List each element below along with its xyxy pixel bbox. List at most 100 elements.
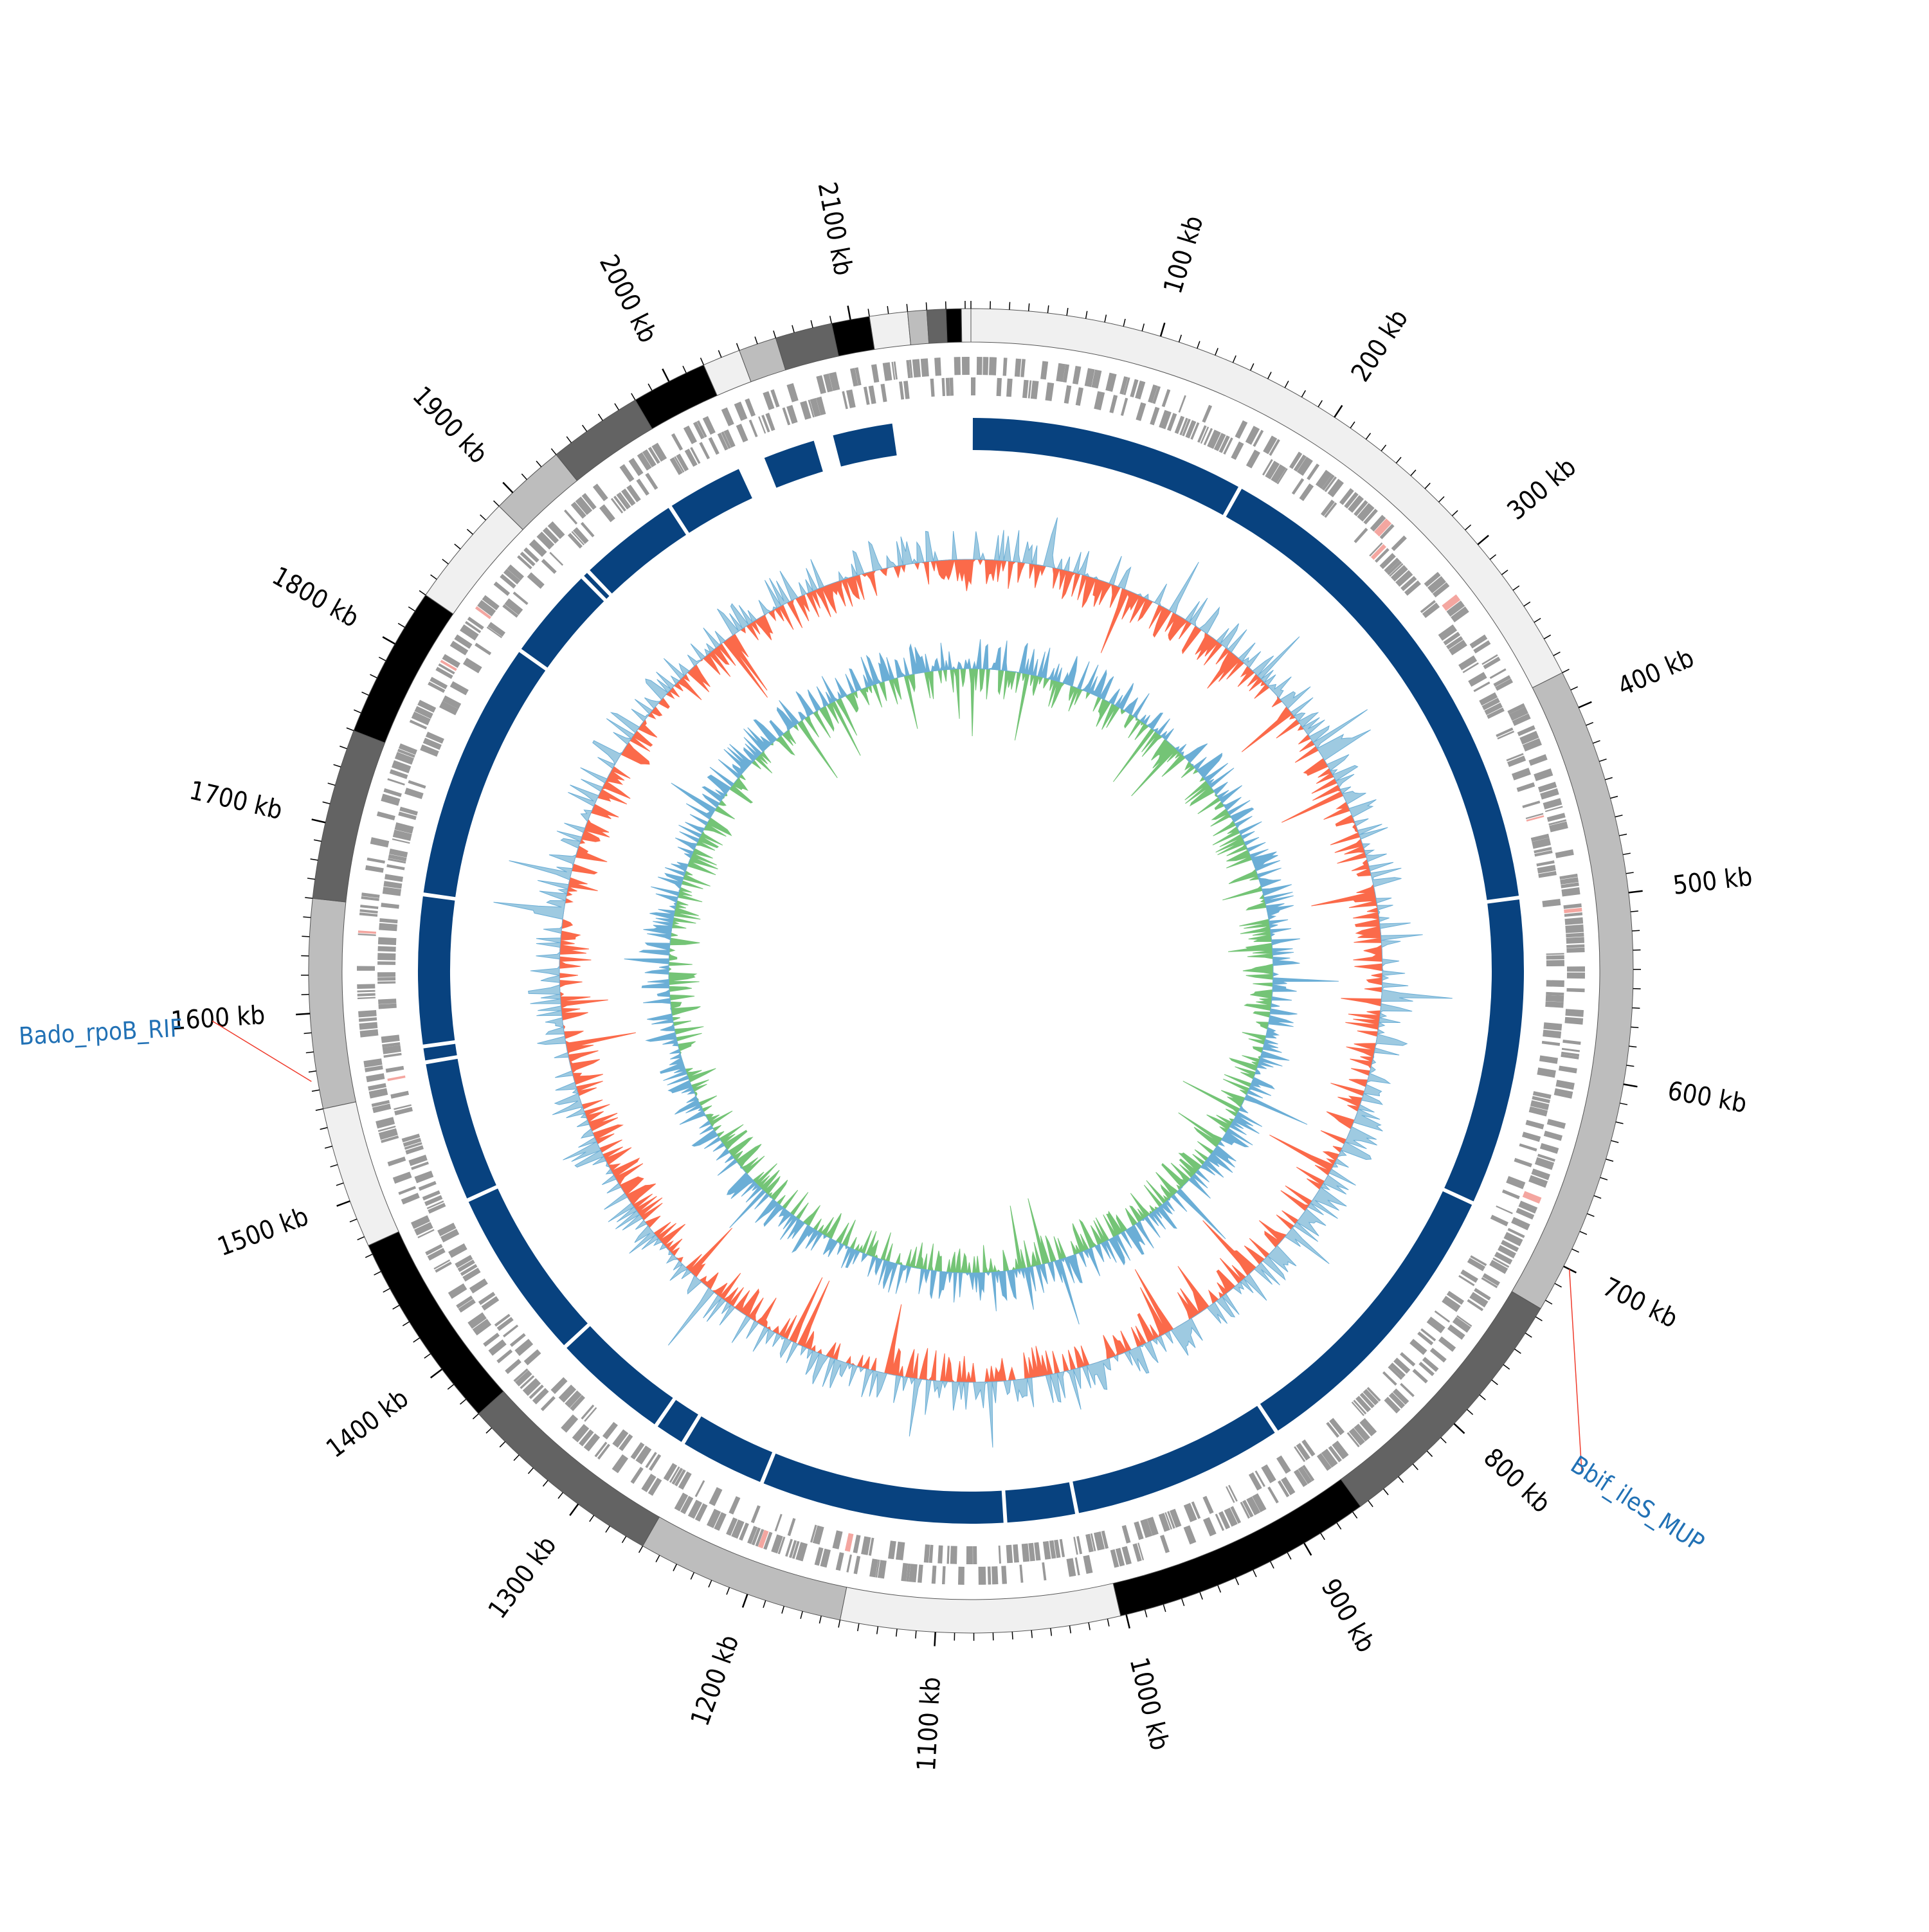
gene-feature (937, 1546, 943, 1564)
minor-tick (639, 1546, 643, 1553)
gene-feature (1202, 405, 1212, 423)
gene-feature (496, 1350, 512, 1364)
minor-tick (606, 1526, 610, 1532)
gene-feature (365, 865, 384, 873)
tick-label: 2100 kb (811, 180, 858, 278)
minor-tick (1587, 1214, 1594, 1216)
minor-tick (1535, 1317, 1542, 1321)
major-tick (570, 1504, 578, 1515)
gene-feature (386, 864, 404, 870)
gene-feature (593, 483, 608, 501)
major-tick (1454, 1423, 1464, 1433)
major-tick (1161, 323, 1164, 336)
tick-label: 1200 kb (685, 1631, 745, 1730)
minor-tick (1606, 1159, 1613, 1161)
minor-tick (1524, 602, 1530, 606)
contig-segment (907, 310, 928, 345)
minor-tick (1490, 555, 1496, 559)
gene-feature (903, 381, 910, 399)
minor-tick (1251, 363, 1254, 370)
minor-tick (1452, 510, 1458, 516)
minor-tick (683, 366, 686, 373)
gene-feature (1292, 478, 1304, 495)
gene-feature (1184, 1525, 1197, 1544)
minor-tick (1594, 1196, 1601, 1198)
gc-skew-track (624, 639, 1339, 1324)
gene-feature (358, 1010, 377, 1018)
gene-feature (1511, 1217, 1530, 1231)
gene-feature (946, 378, 950, 396)
minor-tick (774, 330, 776, 338)
gene-feature (1003, 357, 1008, 375)
gene-feature (564, 510, 577, 525)
minor-tick (1600, 1177, 1608, 1180)
gene-feature (992, 1566, 998, 1584)
minor-tick (494, 501, 500, 506)
gc-skew-positive (624, 639, 1339, 1324)
gene-feature (1427, 1317, 1445, 1333)
gene-feature (1064, 385, 1072, 404)
gene-feature (381, 903, 399, 908)
tick-label: 1600 kb (170, 1000, 266, 1036)
minor-tick (334, 764, 341, 767)
gene-feature (1490, 1214, 1508, 1226)
minor-tick (1067, 308, 1068, 316)
minor-tick (838, 1620, 840, 1628)
gene-feature (359, 1017, 377, 1022)
gene-feature (1566, 937, 1584, 944)
gene-feature (1522, 800, 1540, 808)
gene-feature (1413, 1369, 1428, 1384)
gene-feature (619, 464, 634, 482)
minor-tick (1179, 335, 1182, 342)
gene-feature (1543, 1030, 1561, 1039)
minor-tick (1562, 669, 1570, 673)
gene-feature (393, 1171, 412, 1184)
minor-tick (302, 936, 309, 937)
minor-tick (374, 1272, 381, 1275)
minor-tick (536, 461, 541, 467)
minor-tick (1571, 687, 1578, 690)
gene-feature (357, 984, 375, 989)
minor-tick (309, 1071, 316, 1072)
gene-feature (612, 1454, 628, 1473)
gene-feature (888, 1540, 896, 1559)
gene-feature (930, 379, 935, 397)
gene-feature (1564, 917, 1583, 925)
minor-tick (1353, 1512, 1357, 1519)
major-tick (1304, 1543, 1311, 1555)
gene-feature (1136, 402, 1146, 421)
minor-tick (1197, 341, 1200, 348)
gene-feature (1073, 366, 1082, 384)
minor-tick (1047, 305, 1048, 313)
gene-feature (1267, 1486, 1279, 1503)
gene-feature (524, 1350, 541, 1366)
gene-feature (736, 424, 748, 442)
alignment-block (973, 418, 1238, 515)
minor-tick (858, 1623, 859, 1631)
gene-feature (1006, 379, 1013, 397)
major-tick (1629, 891, 1643, 893)
minor-tick (424, 1354, 431, 1359)
tick-label: 1100 kb (912, 1676, 946, 1772)
minor-tick (370, 674, 377, 678)
gene-feature (541, 559, 557, 573)
alignment-block (833, 424, 896, 467)
alignment-block (1005, 1482, 1075, 1522)
gene-feature (381, 1034, 400, 1043)
gc-skew-negative (669, 669, 1273, 1273)
gene-feature (899, 381, 904, 399)
minor-tick (1413, 1464, 1418, 1470)
gene-feature (869, 386, 876, 404)
minor-tick (455, 544, 460, 549)
gene-feature (469, 1278, 488, 1293)
gene-feature (1354, 528, 1368, 543)
gene-feature (1512, 768, 1531, 781)
minor-tick (926, 302, 927, 310)
gene-feature (532, 1388, 549, 1405)
minor-tick (1480, 1395, 1485, 1400)
gene-feature (1460, 1270, 1478, 1283)
gene-feature (1534, 768, 1553, 781)
contig-segment (312, 730, 385, 901)
minor-tick (1163, 1605, 1165, 1612)
gene-feature (845, 1533, 854, 1552)
